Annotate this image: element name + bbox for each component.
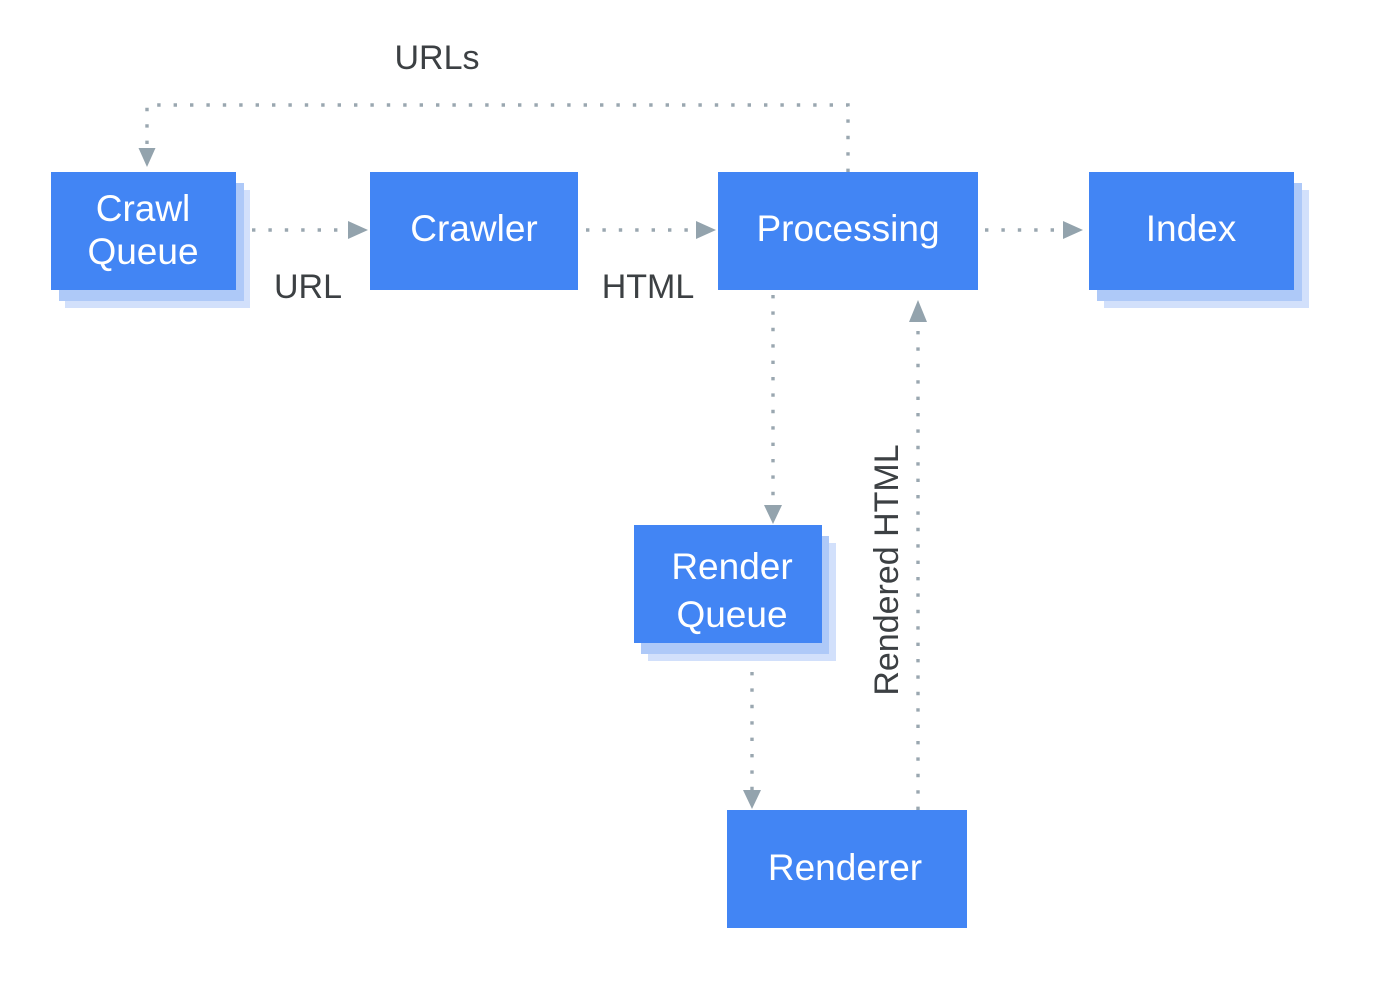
render-queue-box: [634, 525, 822, 643]
edge-to-render-queue-arrowhead: [764, 505, 782, 524]
edge-urls-arrowhead: [138, 148, 156, 167]
render-queue-label-line1: Render: [671, 546, 792, 587]
edge-to-index-arrowhead: [1063, 221, 1083, 239]
node-processing[interactable]: Processing: [718, 172, 978, 290]
crawl-queue-label-line2: Queue: [87, 231, 198, 272]
edge-to-renderer: [743, 672, 761, 809]
edge-url-arrowhead: [348, 221, 368, 239]
crawler-label: Crawler: [410, 208, 537, 249]
node-renderer[interactable]: Renderer: [727, 810, 967, 928]
crawl-queue-label-line1: Crawl: [96, 188, 191, 229]
edge-rendered-html: [909, 300, 927, 810]
renderer-label: Renderer: [768, 847, 922, 888]
edge-label-urls: URLs: [394, 39, 479, 77]
edge-label-url: URL: [274, 268, 342, 306]
crawler-box: [370, 172, 578, 290]
crawl-queue-box: [51, 172, 236, 290]
edge-urls-path: [145, 103, 850, 172]
renderer-box: [727, 810, 967, 928]
node-index[interactable]: Index: [1089, 172, 1309, 308]
index-label: Index: [1146, 208, 1237, 249]
node-crawl-queue[interactable]: Crawl Queue: [51, 172, 250, 308]
node-render-queue[interactable]: Render Queue: [634, 525, 836, 661]
index-box: [1089, 172, 1294, 290]
render-queue-label-line2: Queue: [676, 594, 787, 635]
edge-to-render-queue: [764, 295, 782, 524]
node-crawler[interactable]: Crawler: [370, 172, 578, 290]
edge-label-rendered-html: Rendered HTML: [868, 444, 906, 695]
processing-box: [718, 172, 978, 290]
edge-url: [252, 221, 368, 239]
edge-rendered-html-arrowhead: [909, 300, 927, 322]
edge-urls: [138, 103, 850, 172]
edge-html: [586, 221, 716, 239]
edge-html-arrowhead: [696, 221, 716, 239]
edge-label-html: HTML: [602, 268, 695, 306]
edge-to-renderer-arrowhead: [743, 790, 761, 809]
edge-to-index: [985, 221, 1083, 239]
processing-label: Processing: [756, 208, 939, 249]
